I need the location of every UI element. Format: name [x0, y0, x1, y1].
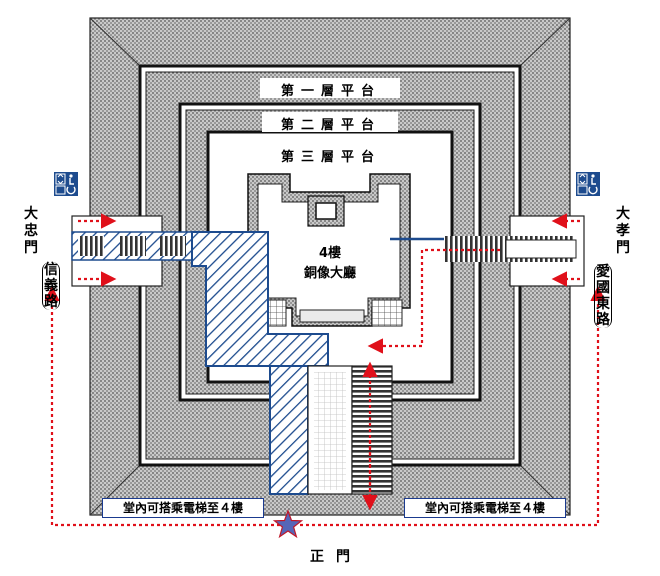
first-platform-label: 第一層平台	[280, 84, 381, 99]
left-elevator-note: 堂內可搭乘電梯至４樓	[102, 498, 264, 518]
hall-name-label: 銅像大廳	[303, 266, 356, 281]
third-platform-label: 第三層平台	[280, 150, 381, 165]
main-stairs	[307, 365, 393, 495]
main-gate-label: 正門	[310, 549, 362, 565]
east-gate-road: 愛國東路	[594, 264, 612, 328]
corner-bevels	[89, 17, 571, 516]
east-corridor	[390, 215, 585, 287]
west-gate-name: 大忠門	[24, 206, 38, 256]
accessible-route	[191, 231, 329, 495]
west-gate-road: 信義路	[42, 262, 60, 310]
hall-floor-label: 4樓	[318, 246, 342, 261]
west-corridor	[71, 215, 193, 287]
elevator-wheelchair-icon	[54, 172, 78, 196]
route-arrows	[44, 213, 606, 527]
star-icon	[272, 509, 304, 539]
right-elevator-note: 堂內可搭乘電梯至４樓	[404, 498, 566, 518]
second-platform-label: 第二層平台	[280, 118, 381, 133]
east-gate-name: 大孝門	[616, 206, 630, 256]
elevator-wheelchair-icon	[576, 172, 600, 196]
